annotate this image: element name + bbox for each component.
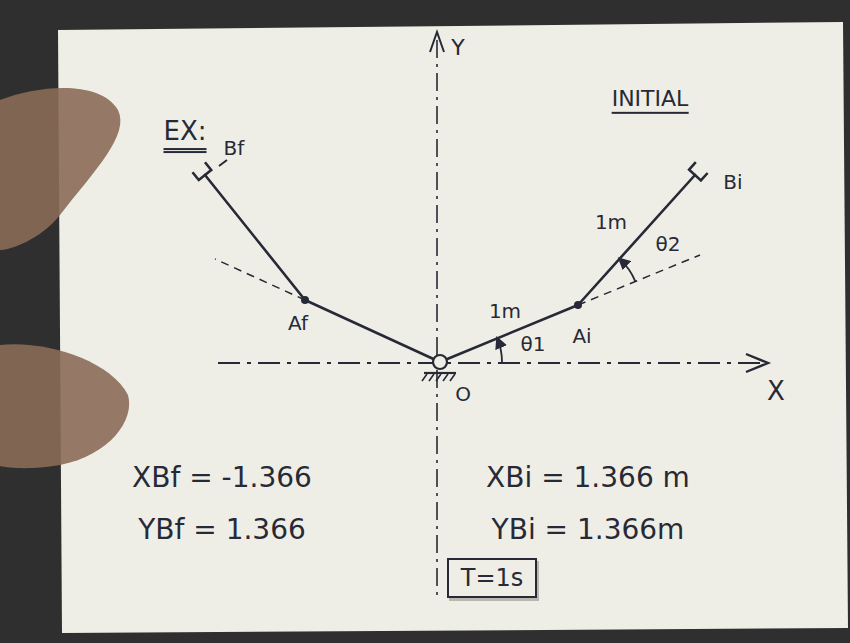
label-text: Y xyxy=(451,35,464,60)
link1-extension xyxy=(578,255,700,305)
label-text: Bi xyxy=(723,171,742,194)
coordinate-value: YBi = 1.366m xyxy=(492,514,685,546)
coordinate-value: YBf = 1.366 xyxy=(138,514,306,546)
label-text: Ai xyxy=(572,325,591,348)
link-2 xyxy=(205,175,305,300)
label-text: θ2 xyxy=(656,233,681,256)
label-text: XBf = -1.366 xyxy=(132,462,312,494)
ground-hatch xyxy=(422,374,455,381)
coordinate-value: XBi = 1.366 m xyxy=(486,462,690,494)
angle-arc xyxy=(620,259,636,282)
link-length: 1m xyxy=(595,211,627,234)
point-name: Bf xyxy=(224,137,245,160)
axis-name: X xyxy=(767,377,785,407)
angle-arc xyxy=(497,338,502,362)
label-text: Bf xyxy=(224,137,245,160)
example-heading: EX: xyxy=(164,117,207,153)
pivot-joint xyxy=(433,355,447,369)
link-1 xyxy=(305,300,440,362)
angle-name: θ1 xyxy=(521,333,546,356)
link1-extension xyxy=(215,259,305,300)
label-text: 1m xyxy=(595,211,627,234)
y-axis xyxy=(436,40,438,596)
axis-name: Y xyxy=(451,35,464,60)
gripper-tick xyxy=(219,160,227,166)
time-box: T=1s xyxy=(447,558,538,599)
link-length: 1m xyxy=(489,300,521,323)
label-text: YBf = 1.366 xyxy=(138,514,306,546)
label-text: X xyxy=(767,377,785,407)
label-text: Af xyxy=(288,312,308,335)
coordinate-value: XBf = -1.366 xyxy=(132,462,312,494)
label-text: θ1 xyxy=(521,333,546,356)
elbow-joint xyxy=(574,301,582,309)
label-text: YBi = 1.366m xyxy=(492,514,685,546)
hand-shadow xyxy=(0,88,129,468)
gripper-symbol xyxy=(193,162,212,180)
label-text: 1m xyxy=(489,300,521,323)
point-name: Bi xyxy=(723,171,742,194)
gripper-symbol xyxy=(689,162,708,180)
origin-name: O xyxy=(455,383,471,406)
ground-symbol xyxy=(424,372,456,374)
point-name: Af xyxy=(288,312,308,335)
elbow-joint xyxy=(301,296,309,304)
box-text: T=1s xyxy=(461,564,524,593)
label-text: O xyxy=(455,383,471,406)
label-text: INITIAL xyxy=(612,86,689,114)
label-text: XBi = 1.366 m xyxy=(486,462,690,494)
link-2 xyxy=(578,175,695,305)
label-text: EX: xyxy=(164,117,207,153)
y-axis-arrow xyxy=(430,32,444,52)
x-axis xyxy=(218,362,764,364)
state-heading: INITIAL xyxy=(612,86,689,114)
angle-name: θ2 xyxy=(656,233,681,256)
point-name: Ai xyxy=(572,325,591,348)
x-axis-arrow xyxy=(746,354,768,372)
paper-card xyxy=(58,22,848,633)
